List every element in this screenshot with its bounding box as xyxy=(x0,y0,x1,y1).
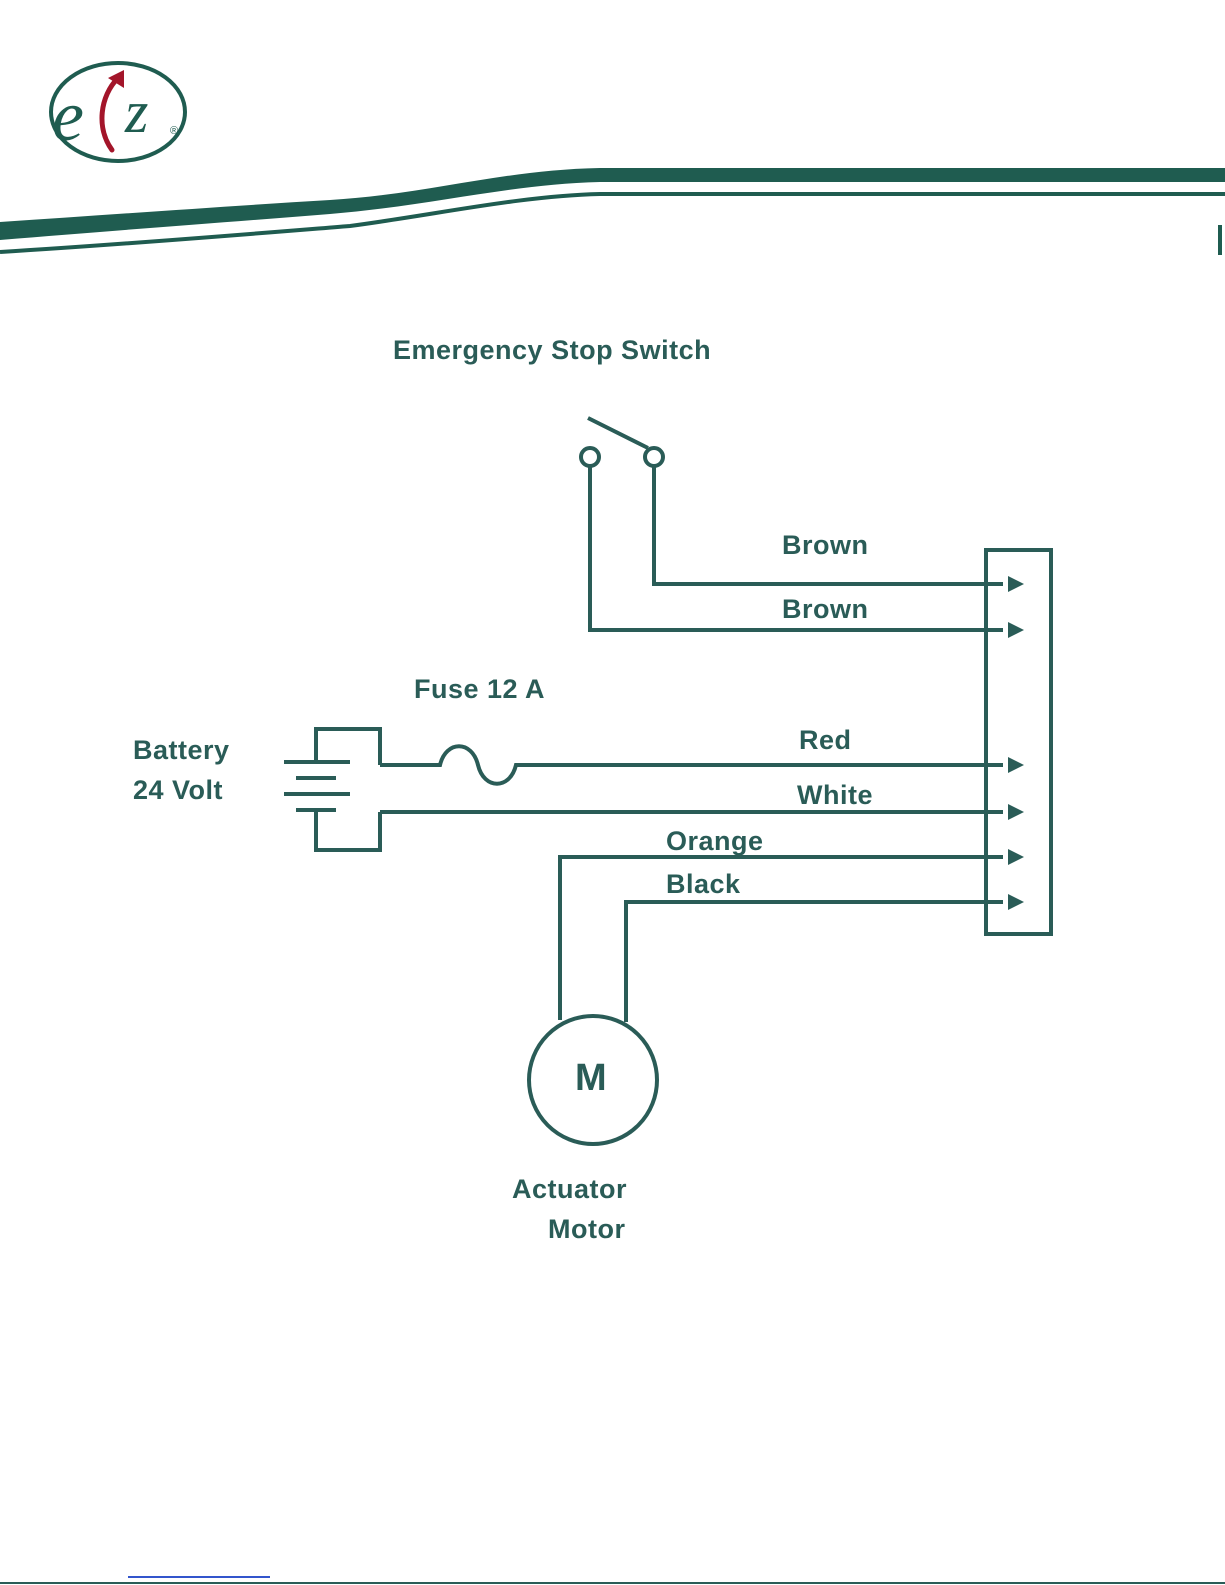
logo-registered-mark: ® xyxy=(170,125,178,137)
wire-brown-top xyxy=(654,466,1003,584)
switch-terminal-right xyxy=(645,448,663,466)
wire-red-with-fuse xyxy=(380,746,1003,784)
arrow-red-icon xyxy=(1008,757,1024,773)
switch-lever xyxy=(588,418,648,448)
label-battery: Battery xyxy=(133,735,230,765)
arrow-white-icon xyxy=(1008,804,1024,820)
terminal-arrows xyxy=(1008,576,1024,910)
terminal-block xyxy=(986,550,1051,934)
label-motor: Motor xyxy=(548,1214,625,1244)
logo-letter-z: z xyxy=(124,79,148,145)
label-actuator: Actuator xyxy=(512,1174,627,1204)
battery-symbol xyxy=(284,729,380,850)
label-orange: Orange xyxy=(666,826,764,856)
battery-lead-top xyxy=(316,729,380,765)
battery-lead-bottom xyxy=(316,810,380,850)
label-red: Red xyxy=(799,725,852,755)
footer xyxy=(0,1577,1225,1583)
label-fuse: Fuse 12 A xyxy=(414,674,545,704)
swoosh-band-thick xyxy=(0,168,1225,240)
header-swoosh xyxy=(0,168,1225,255)
emergency-stop-switch xyxy=(581,418,663,466)
labels: Emergency Stop Switch Brown Brown Fuse 1… xyxy=(133,335,873,1244)
switch-terminal-left xyxy=(581,448,599,466)
logo-letter-e: e xyxy=(52,76,84,156)
circuit xyxy=(284,418,1051,1144)
arrow-orange-icon xyxy=(1008,849,1024,865)
label-white: White xyxy=(797,780,873,810)
wire-black xyxy=(626,902,1003,1022)
label-brown-top: Brown xyxy=(782,530,869,560)
label-motor-symbol: M xyxy=(575,1057,607,1099)
arrow-black-icon xyxy=(1008,894,1024,910)
arrow-brown-bottom-icon xyxy=(1008,622,1024,638)
ez-logo: e z ® xyxy=(51,63,185,161)
arrow-brown-top-icon xyxy=(1008,576,1024,592)
label-brown-bottom: Brown xyxy=(782,594,869,624)
label-emergency-stop-switch: Emergency Stop Switch xyxy=(393,335,711,365)
swoosh-edge-mark xyxy=(1218,225,1222,255)
label-black: Black xyxy=(666,869,741,899)
label-battery-voltage: 24 Volt xyxy=(133,775,223,805)
